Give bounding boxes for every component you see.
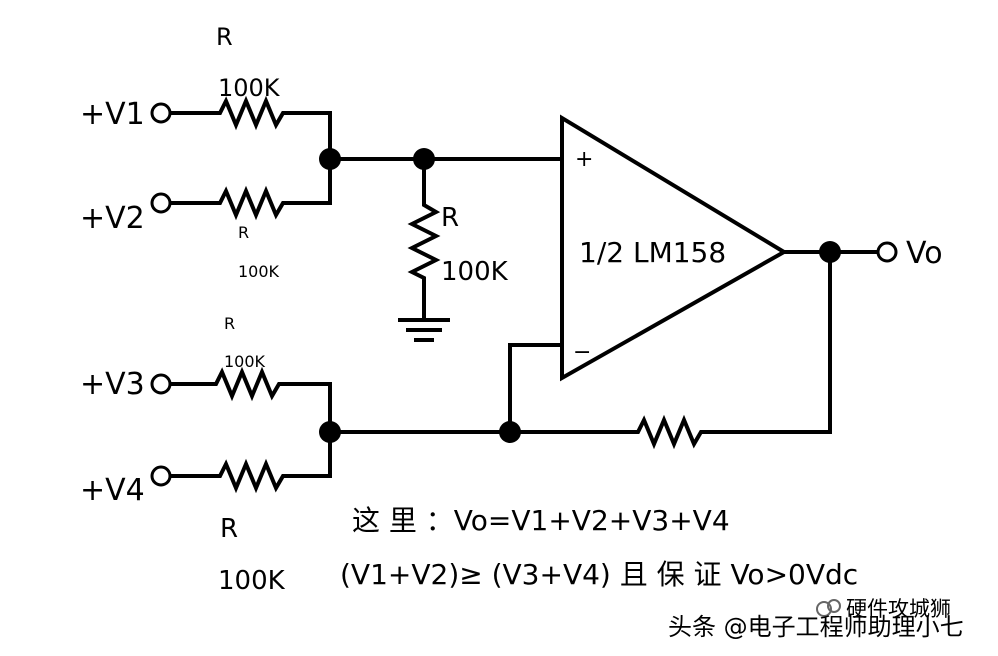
watermark-logo-icon <box>816 599 841 617</box>
r2-name: R <box>238 223 249 242</box>
resistor-feedback <box>630 414 708 450</box>
opamp-plus-sign: + <box>575 147 593 172</box>
resistor-r2 <box>212 185 288 221</box>
opamp-label: 1/2 LM158 <box>579 236 726 269</box>
input-v1: +V1 <box>80 97 214 132</box>
opamp-minus-sign: − <box>573 340 591 365</box>
junction-v1v2 <box>319 148 341 170</box>
resistor-ground <box>407 192 441 288</box>
input-v2: +V2 <box>80 192 214 236</box>
watermark-bottom: 头条 @电子工程师助理小七 <box>668 613 964 641</box>
watermark-top: 硬件攻城狮 <box>846 597 951 621</box>
rground-name: R <box>441 203 459 233</box>
terminal-v1 <box>150 102 172 124</box>
wire-feedback-output <box>706 250 832 434</box>
label-v1: +V1 <box>80 97 145 132</box>
ground-symbol <box>398 318 450 342</box>
r1-name: R <box>216 23 233 51</box>
label-v3: +V3 <box>80 367 145 402</box>
r4-value: 100K <box>218 566 286 596</box>
resistor-r3 <box>210 366 286 402</box>
label-v4: +V4 <box>80 473 145 508</box>
terminal-v2 <box>150 192 172 214</box>
r3-value: 100K <box>224 352 266 371</box>
junction-plus-ground <box>413 148 435 170</box>
label-v2: +V2 <box>80 201 145 236</box>
junction-minus-feedback <box>499 421 521 443</box>
terminal-vo <box>876 241 898 263</box>
note-line-2: (V1+V2)≥ (V3+V4) 且 保 证 Vo>0Vdc <box>340 558 858 591</box>
r3-name: R <box>224 314 235 333</box>
note-line-1: 这 里 ：Vo=V1+V2+V3+V4 <box>352 504 730 537</box>
input-v3: +V3 <box>80 367 212 402</box>
resistor-r1 <box>212 95 288 131</box>
r1-value: 100K <box>218 74 281 102</box>
opamp-triangle <box>560 114 788 382</box>
r4-name: R <box>220 514 238 544</box>
wire-minus-input <box>508 343 562 434</box>
junction-output <box>819 241 841 263</box>
rground-value: 100K <box>441 257 509 287</box>
terminal-v3 <box>150 373 172 395</box>
junction-v3v4 <box>319 421 341 443</box>
input-v4: +V4 <box>80 465 214 508</box>
terminal-v4 <box>150 465 172 487</box>
r2-value: 100K <box>238 262 280 281</box>
label-vo: Vo <box>906 236 943 271</box>
resistor-r4 <box>212 458 288 494</box>
